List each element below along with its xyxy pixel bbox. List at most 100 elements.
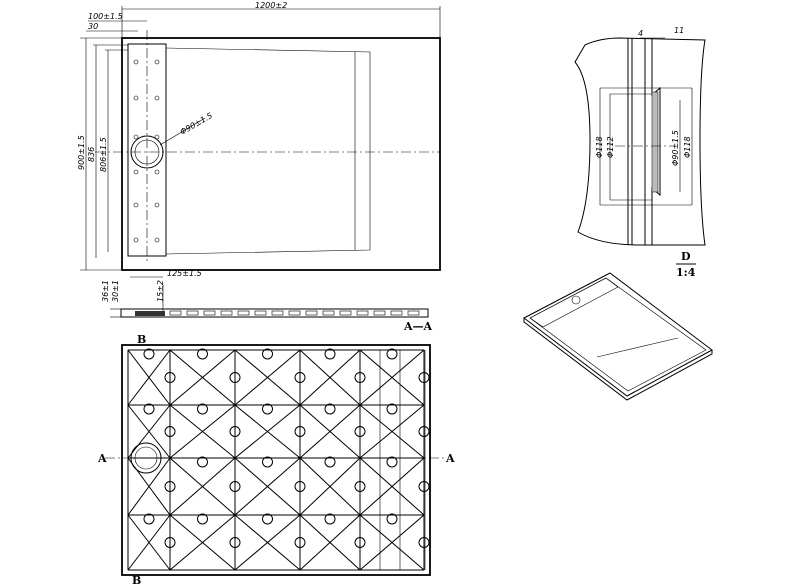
section-label: A—A bbox=[403, 320, 433, 333]
mounting-hole bbox=[133, 59, 139, 65]
section-rib bbox=[407, 310, 420, 316]
mounting-hole bbox=[154, 59, 160, 65]
support-foot bbox=[197, 348, 208, 360]
rib-diagonal bbox=[234, 349, 301, 406]
support-foot bbox=[418, 537, 430, 548]
support-foot bbox=[386, 403, 398, 415]
support-foot bbox=[324, 456, 336, 468]
channel-holes bbox=[133, 59, 160, 243]
dim-offset: 125±1.5 bbox=[167, 269, 202, 278]
mounting-hole bbox=[154, 237, 160, 243]
mounting-hole bbox=[154, 134, 160, 140]
bottom-view: B B A A bbox=[97, 333, 455, 587]
cut-b-top: B bbox=[137, 333, 146, 346]
section-rib bbox=[271, 310, 284, 316]
support-foot bbox=[197, 456, 208, 468]
dim-h2: 30±1 bbox=[111, 280, 120, 302]
rib-diagonal bbox=[127, 457, 171, 516]
support-foot bbox=[354, 426, 366, 437]
support-foot bbox=[229, 481, 241, 492]
tray-outline bbox=[121, 37, 441, 271]
section-rib bbox=[220, 310, 233, 316]
rib-diagonal bbox=[359, 349, 425, 406]
support-foot bbox=[324, 403, 336, 415]
dim-d2: 11 bbox=[674, 26, 684, 35]
rib-diagonal bbox=[299, 349, 361, 406]
dim-h3: 15±2 bbox=[156, 280, 165, 302]
support-foot bbox=[143, 513, 155, 525]
support-foot bbox=[197, 403, 208, 415]
detail-d: Φ118 Φ112 Φ90±1.5 Φ118 4 11 D 1:4 bbox=[574, 26, 706, 279]
dim-phi112: Φ112 bbox=[606, 136, 615, 158]
rib-diagonal bbox=[234, 404, 301, 459]
section-rib bbox=[203, 310, 216, 316]
section-rib bbox=[373, 310, 386, 316]
section-rib bbox=[390, 310, 403, 316]
support-foot bbox=[164, 426, 176, 437]
rib-diagonal bbox=[127, 404, 171, 459]
support-foot bbox=[229, 426, 241, 437]
dim-depth: 900±1.5 bbox=[77, 135, 86, 170]
dim-phi118a: Φ118 bbox=[595, 136, 604, 158]
section-rib bbox=[169, 310, 182, 316]
mounting-hole bbox=[133, 134, 139, 140]
section-rib bbox=[322, 310, 335, 316]
support-foot bbox=[262, 513, 273, 525]
support-foot bbox=[418, 481, 430, 492]
support-foot bbox=[262, 403, 273, 415]
support-foot bbox=[418, 372, 430, 383]
support-foot bbox=[229, 537, 241, 548]
section-rib bbox=[186, 310, 199, 316]
support-foot bbox=[229, 372, 241, 383]
rib-diagonal bbox=[169, 404, 236, 459]
top-view: 1200±2 100±1.5 30 900±1.5 836 806±1.5 Φ9… bbox=[77, 1, 441, 278]
mounting-hole bbox=[133, 95, 139, 101]
mounting-hole bbox=[133, 202, 139, 208]
support-foot bbox=[294, 426, 306, 437]
cut-a-left: A bbox=[97, 452, 107, 465]
detail-scale: 1:4 bbox=[676, 266, 696, 279]
support-foot bbox=[294, 481, 306, 492]
mounting-hole bbox=[154, 95, 160, 101]
mounting-hole bbox=[154, 169, 160, 175]
rib-diagonal bbox=[299, 457, 361, 516]
cut-b-bottom: B bbox=[132, 574, 141, 587]
dim-inner2: 806±1.5 bbox=[99, 137, 108, 172]
rib-diagonal bbox=[127, 349, 171, 406]
dim-drain: Φ90±1.5 bbox=[179, 111, 215, 137]
mounting-hole bbox=[133, 237, 139, 243]
rib-diagonal bbox=[234, 457, 301, 516]
support-foot bbox=[143, 403, 155, 415]
support-foot bbox=[143, 348, 155, 360]
dim-edge: 30 bbox=[88, 22, 98, 31]
rib-diagonal bbox=[127, 514, 171, 571]
isometric-view bbox=[523, 272, 713, 401]
dim-d1: 4 bbox=[638, 29, 643, 38]
dim-phi90: Φ90±1.5 bbox=[671, 130, 680, 166]
section-a-a: 36±1 30±1 15±2 A—A bbox=[101, 280, 433, 333]
support-foot bbox=[354, 537, 366, 548]
section-rib bbox=[254, 310, 267, 316]
dim-channel: 100±1.5 bbox=[88, 12, 123, 21]
support-foot bbox=[164, 372, 176, 383]
support-foot bbox=[418, 426, 430, 437]
rib-diagonal bbox=[359, 404, 425, 459]
support-foot bbox=[262, 348, 273, 360]
section-rib bbox=[356, 310, 369, 316]
support-foot bbox=[294, 372, 306, 383]
rib-diagonal bbox=[234, 514, 301, 571]
rib-diagonal bbox=[299, 404, 361, 459]
support-foot bbox=[354, 481, 366, 492]
support-foot bbox=[197, 513, 208, 525]
support-foot bbox=[294, 537, 306, 548]
rib-lattice bbox=[127, 348, 430, 571]
support-foot bbox=[262, 456, 273, 468]
dim-h1: 36±1 bbox=[101, 280, 110, 302]
support-foot bbox=[324, 513, 336, 525]
section-rib bbox=[288, 310, 301, 316]
rib-diagonal bbox=[299, 514, 361, 571]
rib-diagonal bbox=[169, 349, 236, 406]
rib-diagonal bbox=[359, 514, 425, 571]
tray-slope-lines bbox=[165, 47, 371, 255]
cut-a-right: A bbox=[445, 452, 455, 465]
